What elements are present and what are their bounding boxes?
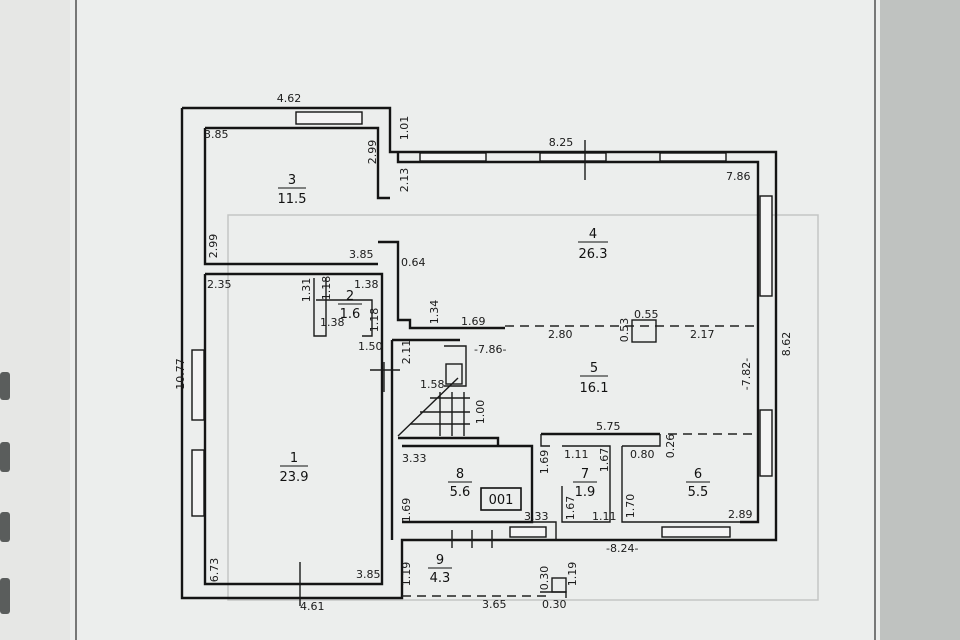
- svg-text:1.34: 1.34: [428, 300, 441, 325]
- svg-text:1: 1: [290, 451, 298, 466]
- svg-text:8.62: 8.62: [780, 332, 793, 357]
- svg-text:0.30: 0.30: [538, 566, 551, 591]
- svg-text:1.67: 1.67: [564, 496, 577, 521]
- room-2-label: 211.51.6: [338, 289, 362, 322]
- svg-text:1.18: 1.18: [368, 308, 381, 333]
- svg-text:0.26: 0.26: [664, 434, 677, 459]
- svg-text:1.19: 1.19: [566, 562, 579, 587]
- interior-walls: [203, 240, 740, 598]
- svg-text:4.61: 4.61: [300, 600, 325, 613]
- svg-text:001: 001: [489, 493, 514, 508]
- svg-text:3: 3: [288, 173, 296, 188]
- svg-text:0.64: 0.64: [401, 256, 426, 269]
- room-labels: 123.9 211.51.6 311.5 426.3 516.1 65.5 71…: [278, 173, 710, 586]
- svg-text:2.80: 2.80: [548, 328, 573, 341]
- outer-walls: [180, 106, 778, 600]
- svg-text:4: 4: [589, 227, 597, 242]
- svg-text:7.86: 7.86: [726, 170, 751, 183]
- svg-text:1.70: 1.70: [624, 494, 637, 519]
- table-right: [880, 0, 960, 640]
- room-4-label: 426.3: [578, 227, 608, 262]
- svg-text:5.75: 5.75: [596, 420, 621, 433]
- svg-text:16.1: 16.1: [580, 381, 609, 396]
- dimension-labels: 4.62 3.85 2.99 1.01 2.13 2.99 3.85 8.25 …: [174, 92, 793, 613]
- svg-text:1.6: 1.6: [340, 307, 361, 322]
- svg-text:2.17: 2.17: [690, 328, 715, 341]
- svg-text:-7.86-: -7.86-: [474, 343, 506, 356]
- svg-text:3.65: 3.65: [482, 598, 507, 611]
- svg-text:7: 7: [581, 467, 589, 482]
- svg-text:9: 9: [436, 553, 444, 568]
- svg-text:2.99: 2.99: [366, 140, 379, 165]
- svg-text:1.69: 1.69: [400, 498, 413, 523]
- svg-text:5: 5: [590, 361, 598, 376]
- svg-text:2.99: 2.99: [207, 234, 220, 259]
- svg-text:6.73: 6.73: [208, 558, 221, 583]
- svg-text:3.85: 3.85: [349, 248, 374, 261]
- svg-text:1.69: 1.69: [538, 450, 551, 475]
- svg-text:1.11: 1.11: [564, 448, 589, 461]
- faint-frame: [227, 214, 819, 601]
- room-8-label: 85.6: [448, 467, 472, 500]
- svg-text:5.6: 5.6: [450, 485, 471, 500]
- svg-text:0.53: 0.53: [618, 318, 631, 343]
- svg-text:8.25: 8.25: [549, 136, 574, 149]
- svg-text:2.89: 2.89: [728, 508, 753, 521]
- svg-text:3.33: 3.33: [524, 510, 549, 523]
- room-7-label: 71.9: [573, 467, 597, 500]
- svg-text:-8.24-: -8.24-: [606, 542, 638, 555]
- svg-text:1.18: 1.18: [320, 276, 333, 301]
- windows: [191, 111, 773, 538]
- room-1-label: 123.9: [280, 451, 309, 485]
- svg-text:1.19: 1.19: [400, 562, 413, 587]
- svg-text:2: 2: [346, 289, 354, 304]
- svg-text:1.67: 1.67: [598, 448, 611, 473]
- svg-text:6: 6: [694, 467, 702, 482]
- svg-text:1.11: 1.11: [592, 510, 617, 523]
- room-9-label: 94.3: [428, 553, 452, 586]
- svg-text:8: 8: [456, 467, 464, 482]
- svg-text:1.58: 1.58: [420, 378, 445, 391]
- svg-text:1.31: 1.31: [300, 278, 313, 303]
- svg-text:4.3: 4.3: [430, 571, 451, 586]
- svg-text:0.30: 0.30: [542, 598, 567, 611]
- svg-text:-7.82-: -7.82-: [740, 358, 753, 390]
- svg-text:23.9: 23.9: [280, 470, 309, 485]
- svg-text:0.80: 0.80: [630, 448, 655, 461]
- room-6-label: 65.5: [686, 467, 710, 500]
- svg-text:3.33: 3.33: [402, 452, 427, 465]
- binder-rings: [0, 372, 10, 614]
- svg-text:2.11: 2.11: [400, 340, 413, 365]
- svg-text:1.00: 1.00: [474, 400, 487, 425]
- svg-text:1.38: 1.38: [354, 278, 379, 291]
- svg-text:4.62: 4.62: [277, 92, 302, 105]
- stair-and-doors: [299, 140, 657, 606]
- svg-text:10.77: 10.77: [174, 358, 187, 390]
- svg-text:1.01: 1.01: [398, 116, 411, 141]
- svg-text:11.5: 11.5: [278, 192, 307, 207]
- svg-text:1.38: 1.38: [320, 316, 345, 329]
- svg-text:3.85: 3.85: [356, 568, 381, 581]
- svg-text:26.3: 26.3: [579, 247, 608, 262]
- svg-text:5.5: 5.5: [688, 485, 709, 500]
- svg-text:2.35: 2.35: [207, 278, 232, 291]
- svg-text:3.85: 3.85: [204, 128, 229, 141]
- plan-code-box: 001: [480, 487, 522, 511]
- svg-text:2.13: 2.13: [398, 168, 411, 193]
- room-5-label: 516.1: [580, 361, 609, 396]
- svg-text:1.9: 1.9: [575, 485, 596, 500]
- svg-text:0.55: 0.55: [634, 308, 659, 321]
- svg-text:1.50: 1.50: [358, 340, 383, 353]
- room-3-label: 311.5: [278, 173, 307, 207]
- svg-text:1.69: 1.69: [461, 315, 486, 328]
